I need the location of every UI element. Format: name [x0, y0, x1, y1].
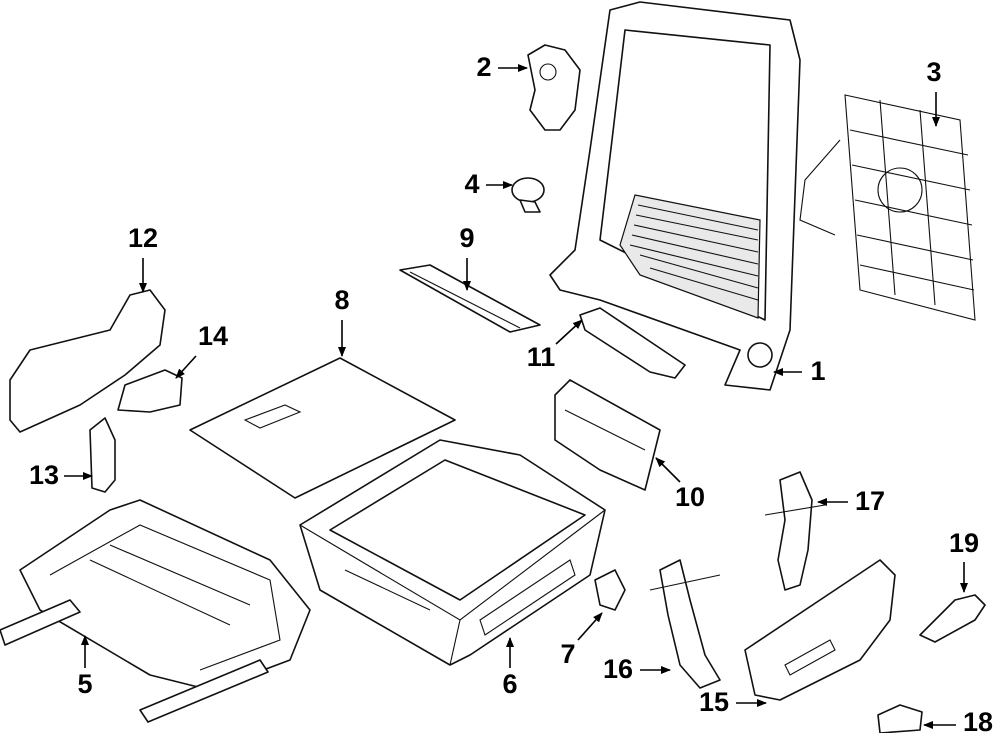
callout-labels: 1 2 3 4 5 6 7 8 9 10 11 12 13 14 15 16 1…: [29, 52, 993, 733]
callout-11: 11: [527, 342, 556, 372]
callout-19: 19: [949, 528, 979, 558]
arrow-14: [175, 355, 197, 379]
part-14-bracket: [117, 369, 183, 413]
part-2-recliner-bracket: [527, 44, 581, 131]
callout-1: 1: [810, 356, 825, 386]
part-4-knob: [511, 177, 545, 213]
callout-2: 2: [476, 52, 491, 82]
part-11-cross-member: [579, 307, 686, 379]
part-8-seat-pan-cover: [189, 357, 456, 499]
leader-arrows: [64, 64, 968, 729]
callout-6: 6: [502, 669, 517, 699]
callout-17: 17: [855, 486, 885, 516]
callout-3: 3: [926, 57, 941, 87]
part-15-side-trim: [744, 559, 896, 701]
arrow-7: [577, 612, 603, 641]
callout-12: 12: [128, 223, 158, 253]
part-9-trim-panel: [399, 264, 541, 333]
callout-15: 15: [699, 687, 729, 717]
callout-4: 4: [464, 169, 479, 199]
callout-14: 14: [198, 321, 228, 351]
part-12-side-shield: [9, 289, 166, 433]
callout-16: 16: [603, 654, 633, 684]
part-17-bracket: [764, 471, 826, 591]
part-6-seat-cushion-frame: [299, 439, 606, 666]
callout-7: 7: [560, 639, 575, 669]
part-19-handle: [919, 594, 986, 643]
arrow-11: [555, 319, 583, 345]
callout-13: 13: [29, 460, 59, 490]
callout-18: 18: [963, 707, 993, 733]
callout-5: 5: [77, 669, 92, 699]
part-18-switch: [877, 704, 923, 733]
part-5-seat-track: [0, 499, 311, 723]
callout-8: 8: [334, 285, 349, 315]
arrow-10: [655, 457, 681, 483]
callout-9: 9: [459, 223, 474, 253]
part-7-clip: [594, 569, 626, 611]
part-10-front-panel: [554, 379, 661, 491]
part-3-lumbar-support: [799, 94, 976, 321]
part-13-bracket: [89, 417, 116, 493]
part-1-seatback-frame: [549, 1, 801, 391]
part-16-bracket: [649, 559, 721, 689]
callout-10: 10: [675, 482, 705, 512]
